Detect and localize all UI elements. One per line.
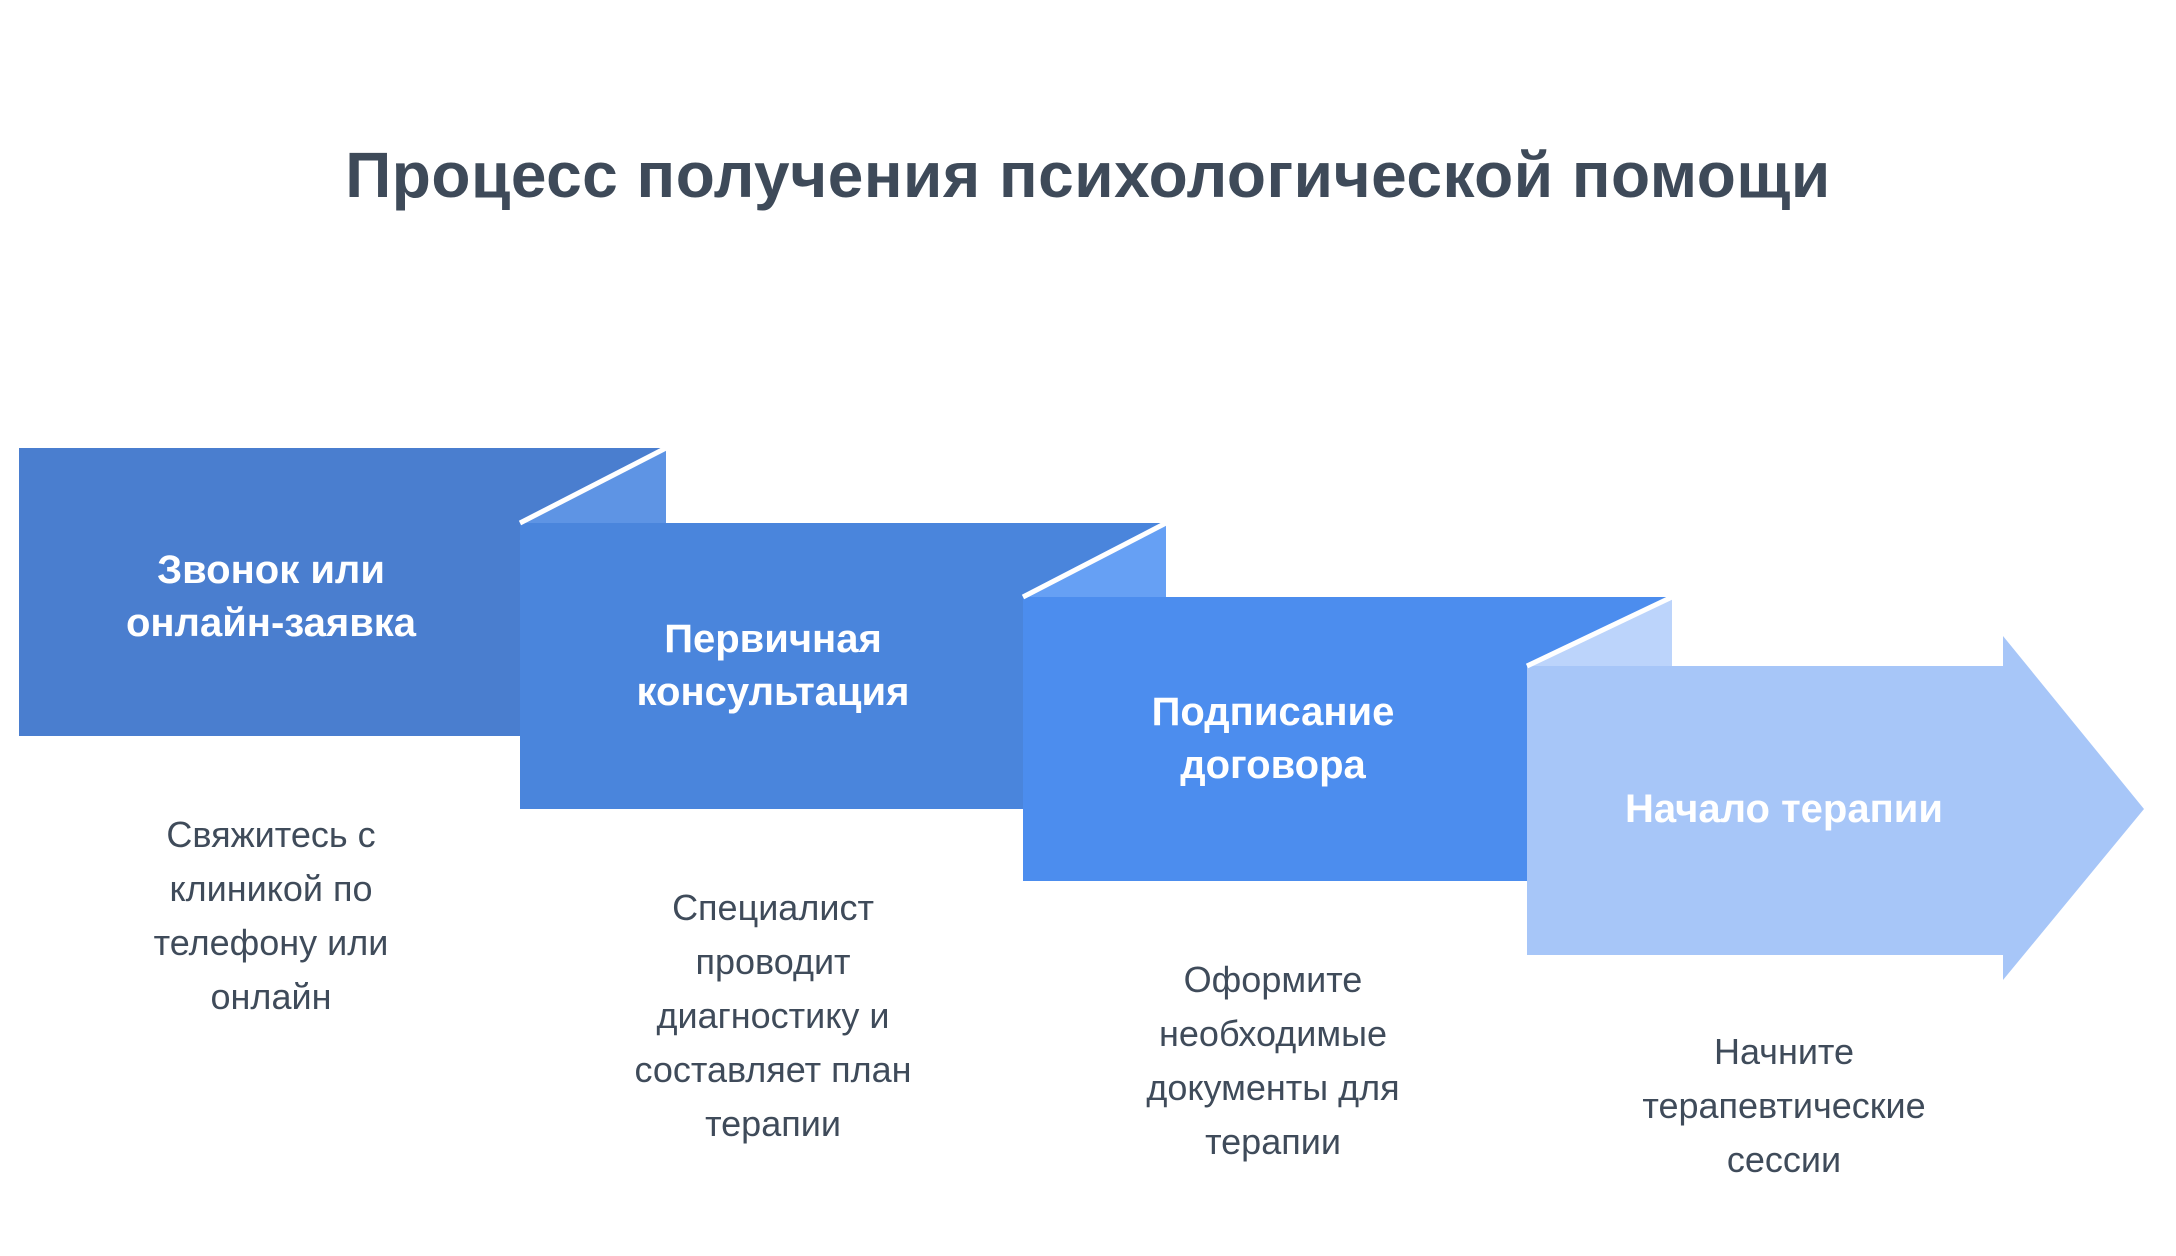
step2-label: Первичная консультация <box>636 617 910 714</box>
separator-line-3 <box>1525 594 1674 669</box>
page-title: Процесс получения психологической помощи <box>345 139 1831 211</box>
step3-shape <box>1023 597 1672 881</box>
step1-shape <box>19 448 666 736</box>
separator-line-1 <box>518 445 668 526</box>
step3-description: Оформите необходимые документы для терап… <box>1146 959 1400 1162</box>
step2-shape <box>520 523 1166 809</box>
step2-description: Специалист проводит диагностику и состав… <box>634 887 912 1144</box>
step4-label: Начало терапии <box>1625 787 1943 831</box>
step3-label: Подписание договора <box>1151 690 1395 787</box>
step1-label: Звонок или онлайн-заявка <box>125 548 417 645</box>
step4-arrow-shape <box>1527 636 2144 980</box>
step4-description: Начните терапевтические сессии <box>1642 1031 1926 1180</box>
step1-description: Свяжитесь с клиникой по телефону или онл… <box>153 814 389 1017</box>
separator-line-2 <box>1021 520 1168 600</box>
